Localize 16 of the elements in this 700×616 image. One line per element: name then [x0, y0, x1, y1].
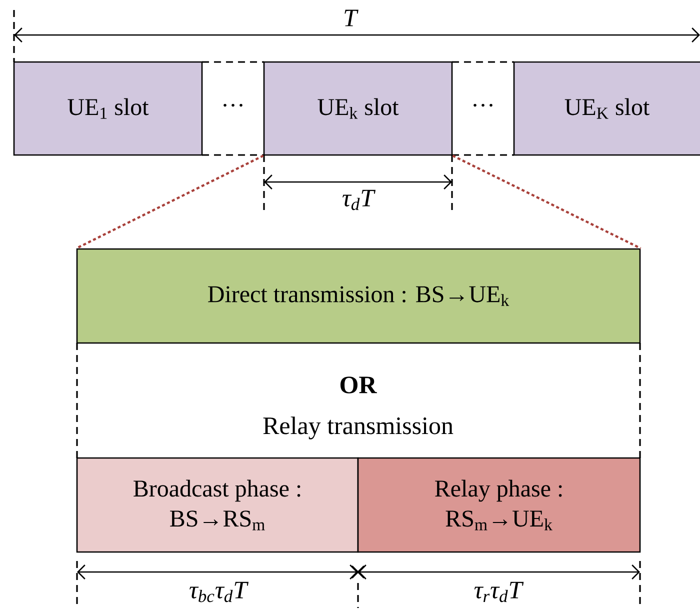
dimension-label: T: [344, 10, 358, 26]
zoom-line: [76, 154, 264, 250]
slot-box: Broadcast phase : BS→RS$_{m}$: [76, 457, 359, 553]
dimension-label: τ$_{bc}$τ$_{d}$T: [190, 582, 249, 602]
or-label: OR: [340, 376, 377, 394]
slot-box: UE$_{K}$ slot: [513, 61, 700, 156]
section-label: Relay transmission: [263, 416, 454, 440]
slot-box: Relay phase : RS$_{m}$→UE$_{k}$: [357, 457, 641, 553]
zoom-line: [452, 154, 642, 250]
dimension-label: τ$_{d}$T: [342, 190, 376, 210]
ellipsis-box: ···: [202, 61, 264, 156]
slot-box: Direct transmission : BS→UE$_{k}$: [76, 248, 641, 344]
ellipsis-box: ···: [452, 61, 514, 156]
slot-box: UE$_{k}$ slot: [263, 61, 453, 156]
slot-box: UE$_{1}$ slot: [13, 61, 203, 156]
dimension-label: τ$_{r}$τ$_{d}$T: [474, 582, 524, 602]
